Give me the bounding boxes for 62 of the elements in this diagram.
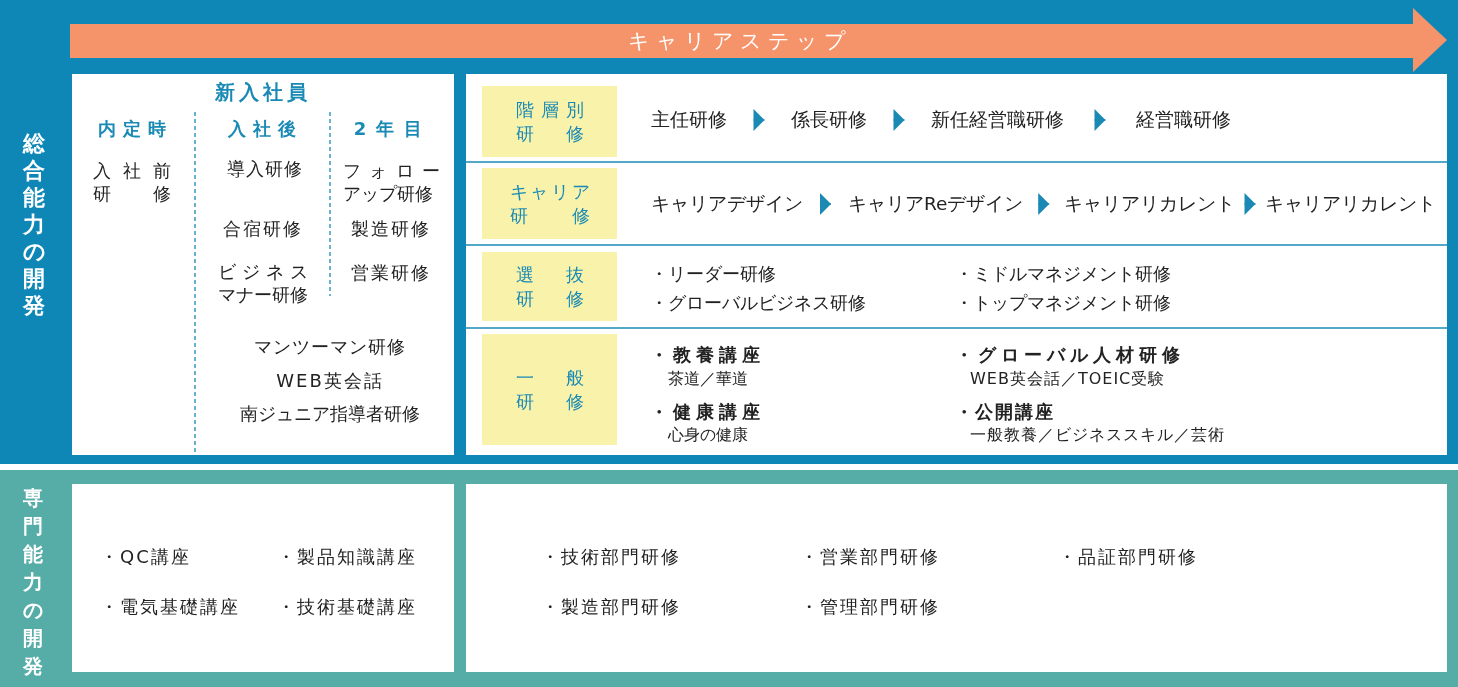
- course-label: 製造研修: [351, 216, 431, 240]
- course-label: 合宿研修: [223, 216, 303, 240]
- band-title: 専門能力の開発: [22, 485, 44, 680]
- column-heading: 2年目: [353, 116, 433, 140]
- course-label: キャリアリカレント: [1049, 192, 1245, 216]
- chevron-arrow: [819, 193, 832, 215]
- course-label: 主任研修: [651, 108, 754, 132]
- course-label: 経営職研修: [1105, 108, 1231, 132]
- category-tag: 一般研修: [482, 334, 617, 445]
- course-label: 係長研修: [764, 108, 894, 132]
- chevron-arrow: [1093, 109, 1107, 131]
- chevron-arrow: [1243, 193, 1257, 215]
- course-detail: 茶道／華道: [668, 367, 748, 390]
- course-label: 営業研修: [351, 260, 431, 284]
- section-band: [0, 0, 1458, 464]
- course-label: 入社前研修: [93, 159, 171, 205]
- category-tag: 選抜研修: [482, 252, 617, 321]
- course-detail: WEB英会話／TOEIC受験: [970, 367, 1166, 390]
- course-label: ・教養講座: [650, 342, 765, 366]
- course-label: ・電気基礎講座: [100, 594, 240, 618]
- course-label: ・管理部門研修: [800, 594, 940, 618]
- chevron-arrow: [752, 109, 766, 131]
- course-label: ・グローバルビジネス研修: [650, 290, 866, 314]
- course-label: ・製造部門研修: [541, 594, 681, 618]
- course-label: ・トップマネジメント研修: [955, 290, 1171, 314]
- course-label: ・QC講座: [100, 544, 191, 568]
- category-tag: キャリア研修: [482, 168, 617, 239]
- course-label: ・グローバル人材研修: [955, 342, 1185, 366]
- course-label: WEB英会話: [276, 368, 384, 392]
- course-label: ・健康講座: [650, 399, 765, 423]
- course-label: キャリアReデザイン: [831, 192, 1039, 216]
- course-label: ・ミドルマネジメント研修: [955, 261, 1171, 285]
- course-label: ・製品知識講座: [277, 544, 417, 568]
- content-panel: [72, 74, 454, 455]
- course-label: ・営業部門研修: [800, 544, 940, 568]
- column-heading: 入社後: [227, 116, 303, 140]
- content-panel: [466, 74, 1447, 455]
- chevron-arrow: [1037, 193, 1050, 215]
- chevron-arrow: [892, 109, 906, 131]
- arrow-label: キャリアステップ: [628, 29, 852, 53]
- band-title: 総合能力の開発: [22, 130, 46, 319]
- course-label: キャリアデザイン: [651, 192, 820, 216]
- group-heading: 新入社員: [215, 80, 311, 104]
- course-label: ・公開講座: [955, 399, 1055, 423]
- course-label: ・リーダー研修: [650, 261, 776, 285]
- course-label: キャリアリカレント: [1255, 192, 1436, 216]
- course-label: 新任経営職研修: [904, 108, 1095, 132]
- course-label: ビジネスマナー研修: [218, 260, 308, 306]
- course-label: マンツーマン研修: [254, 334, 406, 358]
- course-label: ・品証部門研修: [1058, 544, 1198, 568]
- course-detail: 心身の健康: [668, 423, 748, 446]
- column-heading: 内定時: [97, 116, 173, 140]
- category-tag: 階層別研修: [482, 86, 617, 157]
- course-label: ・技術部門研修: [541, 544, 681, 568]
- course-label: フォローアップ研修: [343, 159, 440, 205]
- course-detail: 一般教養／ビジネススキル／芸術: [970, 423, 1225, 446]
- content-panel: [466, 484, 1447, 672]
- content-panel: [72, 484, 454, 672]
- course-label: 導入研修: [227, 156, 303, 180]
- course-label: ・技術基礎講座: [277, 594, 417, 618]
- section-band: [0, 470, 1458, 687]
- course-label: 南ジュニア指導者研修: [240, 401, 420, 425]
